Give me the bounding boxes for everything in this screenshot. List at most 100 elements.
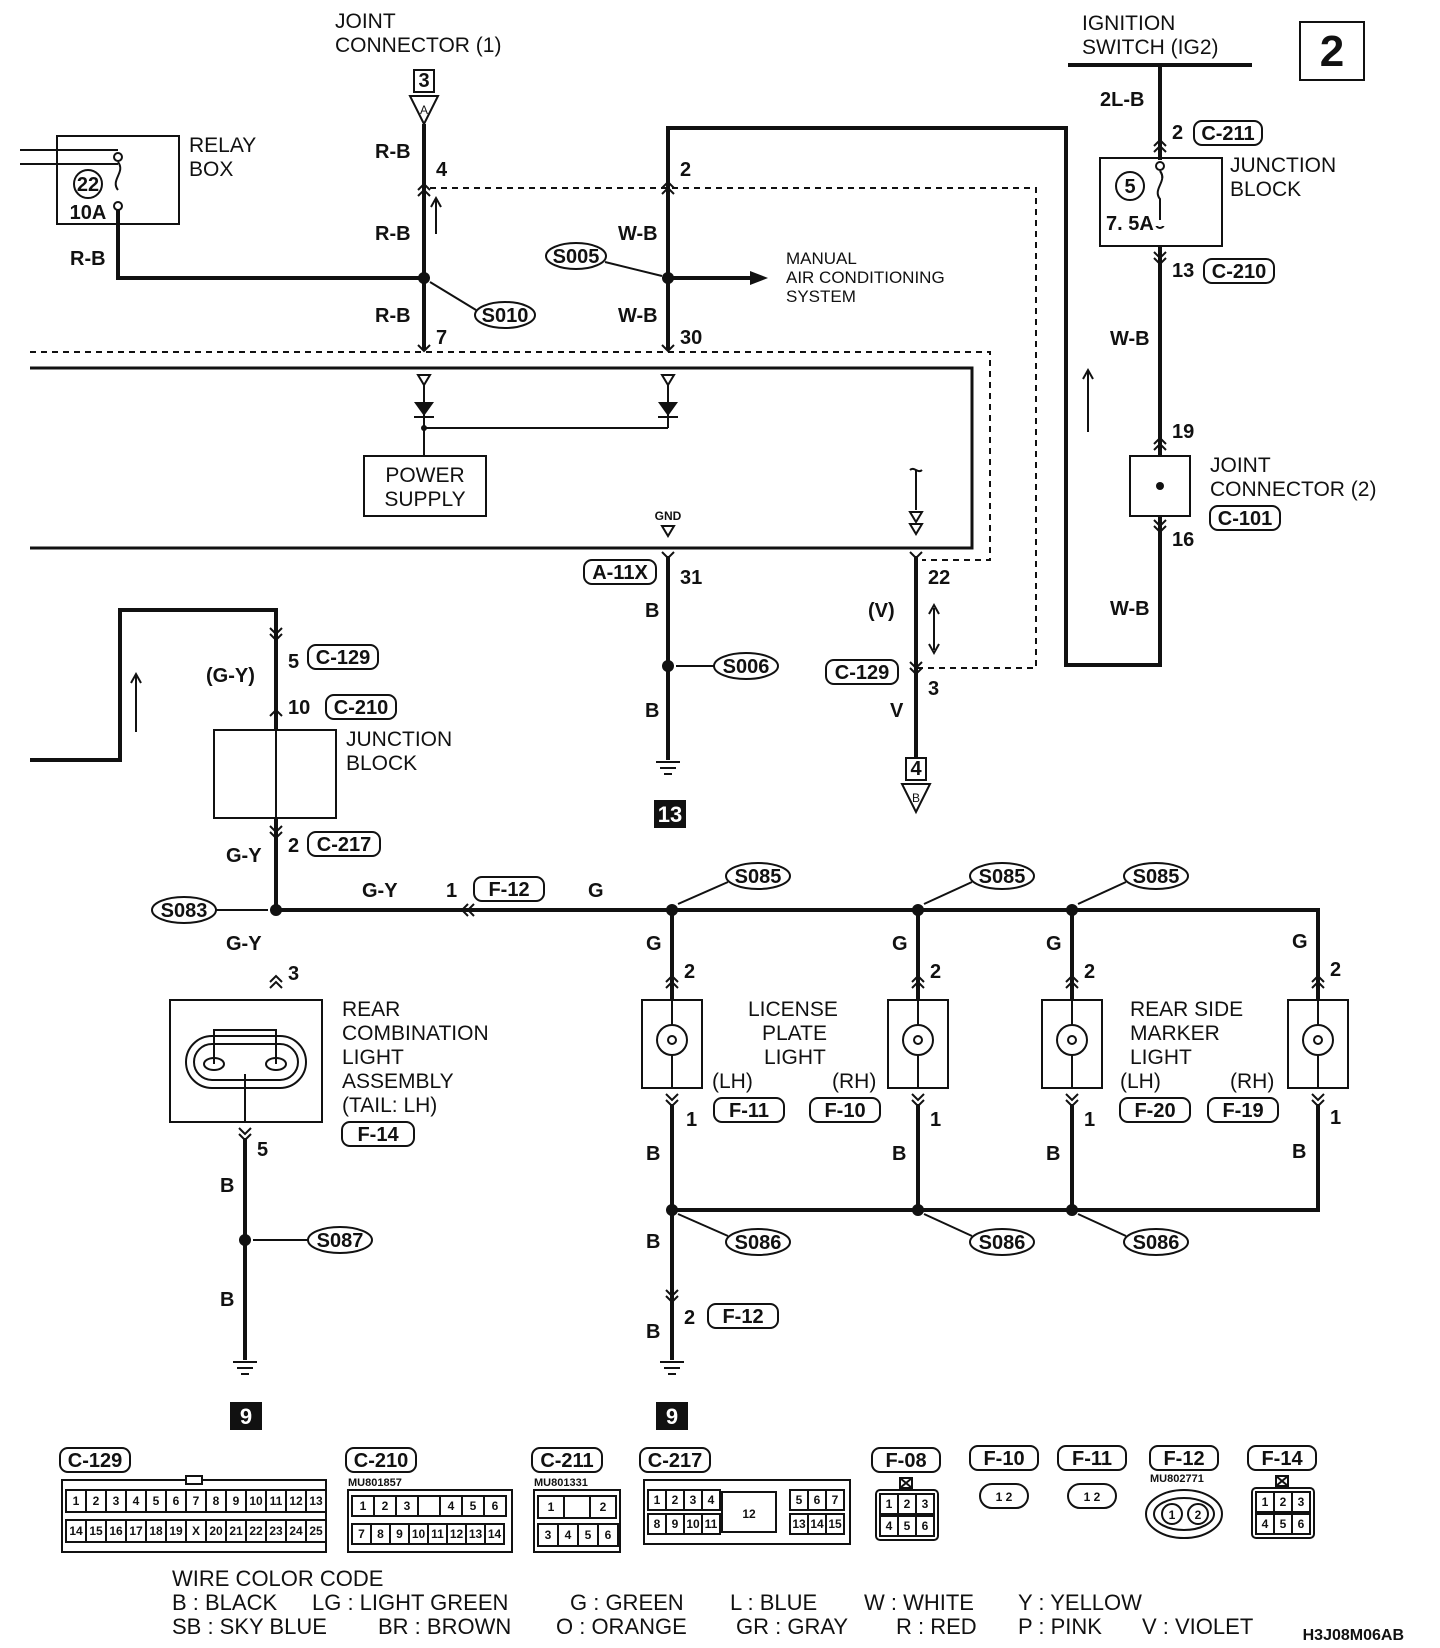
rcl-label-5: (TAIL: LH)	[342, 1094, 437, 1117]
splice-dot-s006	[662, 660, 674, 672]
wire-label-g-1: G	[646, 933, 662, 955]
connector-pin-cell	[915, 1493, 935, 1515]
legend-l: L : BLUE	[730, 1590, 817, 1615]
drawing-code: H3J08M06AB	[1303, 1627, 1404, 1644]
splice-s085-c-label: S085	[1133, 866, 1180, 888]
splice-s085-a-label: S085	[735, 866, 782, 888]
splice-s085-b	[969, 862, 1035, 890]
legend-r: R : RED	[896, 1614, 977, 1639]
connector-pin-number: 2	[672, 1493, 679, 1507]
connector-pin-cell	[563, 1495, 591, 1519]
manual-ac-label-3: SYSTEM	[786, 287, 856, 306]
connector-pin-cell	[1291, 1513, 1311, 1535]
connector-pin-number: 18	[149, 1524, 163, 1538]
connector-pin-number: 24	[289, 1524, 303, 1538]
jb-top-fuse-number: 5	[1124, 176, 1135, 198]
ref-4-number: 4	[910, 758, 922, 780]
pin-2-c211: 2	[1172, 122, 1183, 144]
wire-label-2lb: 2L-B	[1100, 89, 1144, 111]
connector-pin-number: 1	[1262, 1495, 1269, 1509]
joint-connector-1-label-1: JOINT	[335, 10, 396, 33]
splice-s086-a	[725, 1228, 791, 1256]
pin-5-c129: 5	[288, 651, 299, 673]
connector-view-f12-label: F-12	[1163, 1448, 1204, 1470]
conn-a11x: A-11X	[592, 562, 648, 584]
conn-c210-mid: C-210	[334, 697, 388, 719]
connector-pin-cell	[589, 1495, 617, 1519]
ref-3-box	[413, 69, 435, 93]
legend-v: V : VIOLET	[1142, 1614, 1253, 1639]
connector-pin-number: 5	[904, 1519, 911, 1533]
connector-view-f14-label: F-14	[1261, 1448, 1303, 1470]
wire-label-b-rcl-2: B	[220, 1289, 234, 1311]
flow-arrow-head-wb	[1082, 367, 1094, 380]
control-module-outline	[30, 366, 974, 550]
wire-label-b-sm-lh: B	[1046, 1143, 1060, 1165]
module-pin-arrow-7	[416, 374, 432, 387]
conn-f10-tag	[809, 1097, 881, 1123]
connector-chevron-2-c217	[269, 825, 283, 840]
connector-pin-cell	[825, 1513, 845, 1535]
connector-pin-number: 11	[270, 1494, 283, 1508]
connector-pin-number: 23	[269, 1524, 283, 1538]
connector-pin-number: 10	[412, 1527, 426, 1541]
connector-pin-cell	[417, 1495, 441, 1517]
conn-f10: F-10	[824, 1100, 865, 1122]
splice-s086-a-label: S086	[735, 1232, 782, 1254]
rcl-label-3: LIGHT	[342, 1046, 404, 1069]
connector-pin-number: 5	[796, 1493, 803, 1507]
connector-pin-number: 5	[585, 1528, 592, 1542]
ref-3-arrow	[408, 95, 440, 127]
connector-pin-number: 21	[229, 1524, 243, 1538]
connector-chevron-30	[661, 344, 675, 353]
jb-top-label-1: JUNCTION	[1230, 154, 1336, 177]
pin-1-lp-rh: 1	[930, 1109, 941, 1131]
connector-pin-number: 2	[600, 1500, 607, 1514]
jb-top-fuse-rating: 7. 5A	[1106, 213, 1154, 235]
splice-s085-b-pointer	[923, 881, 973, 905]
rcl-label-1: REAR	[342, 998, 400, 1021]
diode-right	[658, 402, 678, 416]
connector-pin-number: 1	[548, 1500, 555, 1514]
splice-s010-label: S010	[482, 305, 529, 327]
connector-pin-number: 14	[810, 1517, 824, 1531]
wire-label-g-2: G	[892, 933, 908, 955]
conn-c210-top: C-210	[1212, 261, 1266, 283]
sm-lh: (LH)	[1120, 1070, 1161, 1093]
rear-combination-filament	[213, 1029, 277, 1064]
legend-o: O : ORANGE	[556, 1614, 687, 1639]
ignition-switch-label-2: SWITCH (IG2)	[1082, 36, 1219, 59]
connector-pin-number: 6	[814, 1493, 821, 1507]
connector-pin-number: 14	[69, 1524, 83, 1538]
page-number: 2	[1320, 27, 1344, 76]
wire-label-b-lp-lh: B	[646, 1143, 660, 1165]
wire-label-gy-3: G-Y	[226, 933, 262, 955]
wire-label-gy-1: G-Y	[226, 845, 262, 867]
conn-f12: F-12	[488, 879, 529, 901]
conn-f11-tag	[713, 1097, 785, 1123]
rcl-label-4: ASSEMBLY	[342, 1070, 454, 1093]
connector-view-f12-part: MU802771	[1150, 1473, 1204, 1485]
page-number-box	[1299, 21, 1365, 81]
pin-31: 31	[680, 567, 702, 589]
connector-pin-number: 7	[358, 1527, 365, 1541]
conn-c129-gy-tag	[307, 644, 379, 670]
connector-pin-number: 15	[828, 1517, 842, 1531]
pin-7: 7	[436, 327, 447, 349]
connector-pin-number: 6	[922, 1519, 929, 1533]
conn-c129-v-tag	[825, 659, 899, 685]
pin-22-arrows	[908, 511, 924, 536]
diode-join-dot	[421, 425, 427, 431]
splice-dot-s086-c	[1066, 1204, 1078, 1216]
relay-fuse-rating: 10A	[70, 202, 107, 224]
connector-pin-number: 1	[886, 1497, 893, 1511]
pin-19: 19	[1172, 421, 1194, 443]
connector-pin-cell	[305, 1489, 327, 1513]
relay-fuse-number: 22	[77, 174, 99, 196]
conn-c217-tag	[307, 831, 381, 857]
connector-pin-cell	[597, 1523, 619, 1547]
jb-mid-label-2: BLOCK	[346, 752, 417, 775]
connector-pin-number: 17	[129, 1524, 143, 1538]
